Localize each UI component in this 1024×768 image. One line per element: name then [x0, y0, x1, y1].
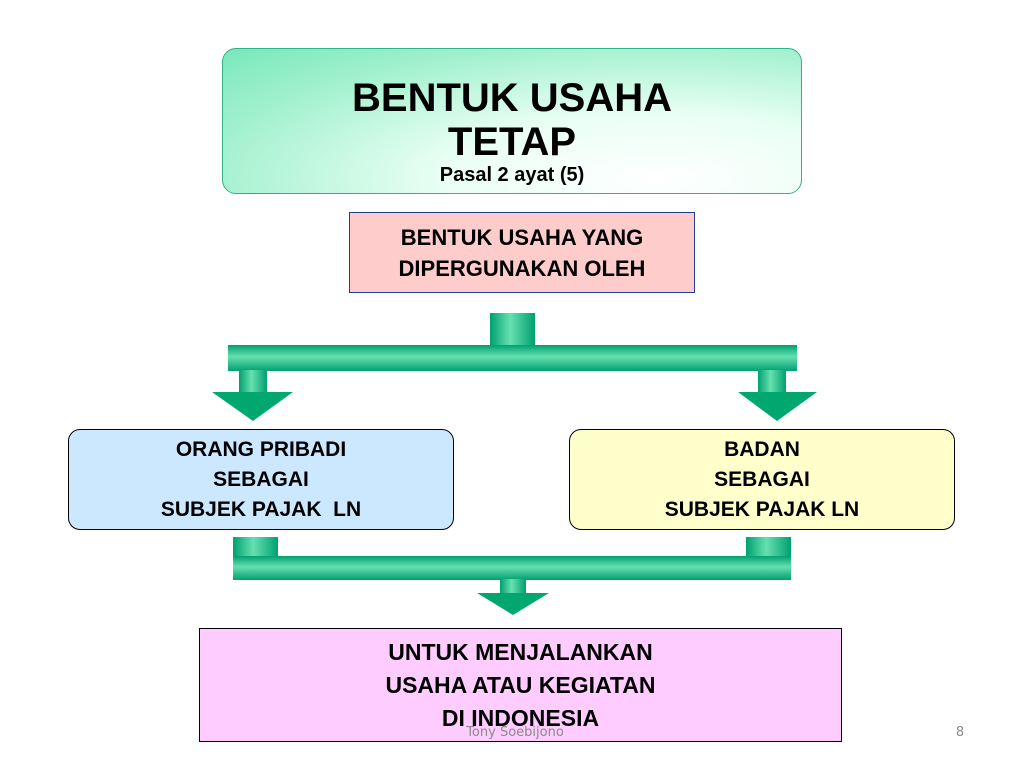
box-line: SEBAGAI	[714, 467, 810, 491]
arrow-right	[738, 392, 817, 421]
box-line: SEBAGAI	[213, 467, 309, 491]
box-untuk-menjalankan: UNTUK MENJALANKAN USAHA ATAU KEGIATAN DI…	[199, 628, 842, 742]
bar-lower	[233, 556, 791, 580]
box-bentuk-usaha: BENTUK USAHA YANG DIPERGUNAKAN OLEH	[349, 212, 695, 293]
title-subtitle: Pasal 2 ayat (5)	[439, 164, 585, 186]
stem-right	[758, 370, 786, 392]
stem-bottom-left	[233, 537, 278, 557]
box-badan: BADAN SEBAGAI SUBJEK PAJAK LN	[569, 429, 955, 530]
box-line: DI INDONESIA	[441, 704, 600, 731]
page-number: 8	[955, 725, 965, 740]
footer-author: Tony Soebijono	[466, 725, 564, 740]
title-main: BENTUK USAHA TETAP	[352, 76, 672, 164]
stem-top	[490, 313, 535, 346]
arrow-down	[477, 593, 549, 615]
box-orang-pribadi: ORANG PRIBADI SEBAGAI SUBJEK PAJAK LN	[68, 429, 454, 530]
title-box: BENTUK USAHA TETAP Pasal 2 ayat (5)	[222, 48, 802, 194]
box-line: SUBJEK PAJAK LN	[664, 497, 860, 521]
stem-center	[500, 579, 526, 593]
stem-left	[239, 370, 267, 392]
box-line: DIPERGUNAKAN OLEH	[398, 255, 646, 281]
box-line: ORANG PRIBADI	[175, 437, 347, 461]
box-line: BENTUK USAHA YANG	[400, 224, 644, 250]
box-line: UNTUK MENJALANKAN	[388, 638, 653, 665]
box-line: USAHA ATAU KEGIATAN	[385, 671, 656, 698]
arrow-left	[212, 392, 293, 421]
box-line: SUBJEK PAJAK LN	[160, 497, 362, 521]
box-line: BADAN	[724, 437, 800, 461]
bar-upper	[228, 345, 797, 371]
stem-bottom-right	[746, 537, 791, 557]
